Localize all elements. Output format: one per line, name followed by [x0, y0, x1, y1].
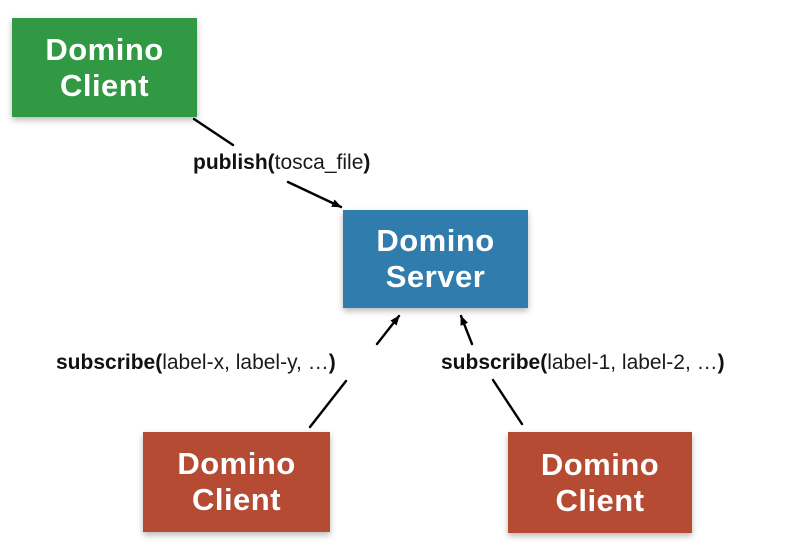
- node-label-line2: Client: [59, 67, 150, 103]
- publish-close-text: ): [363, 151, 371, 174]
- node-label-line1: Domino: [540, 446, 660, 482]
- subscribe-right-edge-label: subscribe(label-1, label-2, …): [441, 351, 725, 375]
- node-label-line2: Client: [555, 482, 645, 518]
- subscribe-right-fn-text: subscribe(: [441, 351, 548, 374]
- publish-args-text: tosca_file: [274, 151, 364, 174]
- node-domino-client-subscriber-right: Domino Client: [508, 432, 692, 533]
- node-label-line1: Domino: [376, 223, 495, 259]
- subscribe-right-args-text: label-1, label-2, …: [547, 351, 718, 374]
- subscribe-left-edge-label: subscribe(label-x, label-y, …): [56, 351, 336, 375]
- node-label-line2: Client: [191, 482, 282, 517]
- subscribe-left-fn-text: subscribe(: [56, 351, 163, 374]
- subscribe-left-close-text: ): [328, 351, 336, 374]
- node-domino-client-publisher: Domino Client: [12, 18, 197, 117]
- subscribe-left-args-text: label-x, label-y, …: [162, 351, 329, 374]
- subscribe-right-close-text: ): [717, 351, 725, 374]
- node-domino-server: Domino Server: [343, 210, 528, 308]
- publish-edge-label: publish(tosca_file): [193, 151, 370, 175]
- node-label-line1: Domino: [45, 31, 164, 67]
- node-label-line1: Domino: [177, 446, 296, 482]
- node-domino-client-subscriber-left: Domino Client: [143, 432, 330, 532]
- publish-fn-text: publish(: [193, 151, 275, 174]
- node-label-line2: Server: [385, 259, 486, 294]
